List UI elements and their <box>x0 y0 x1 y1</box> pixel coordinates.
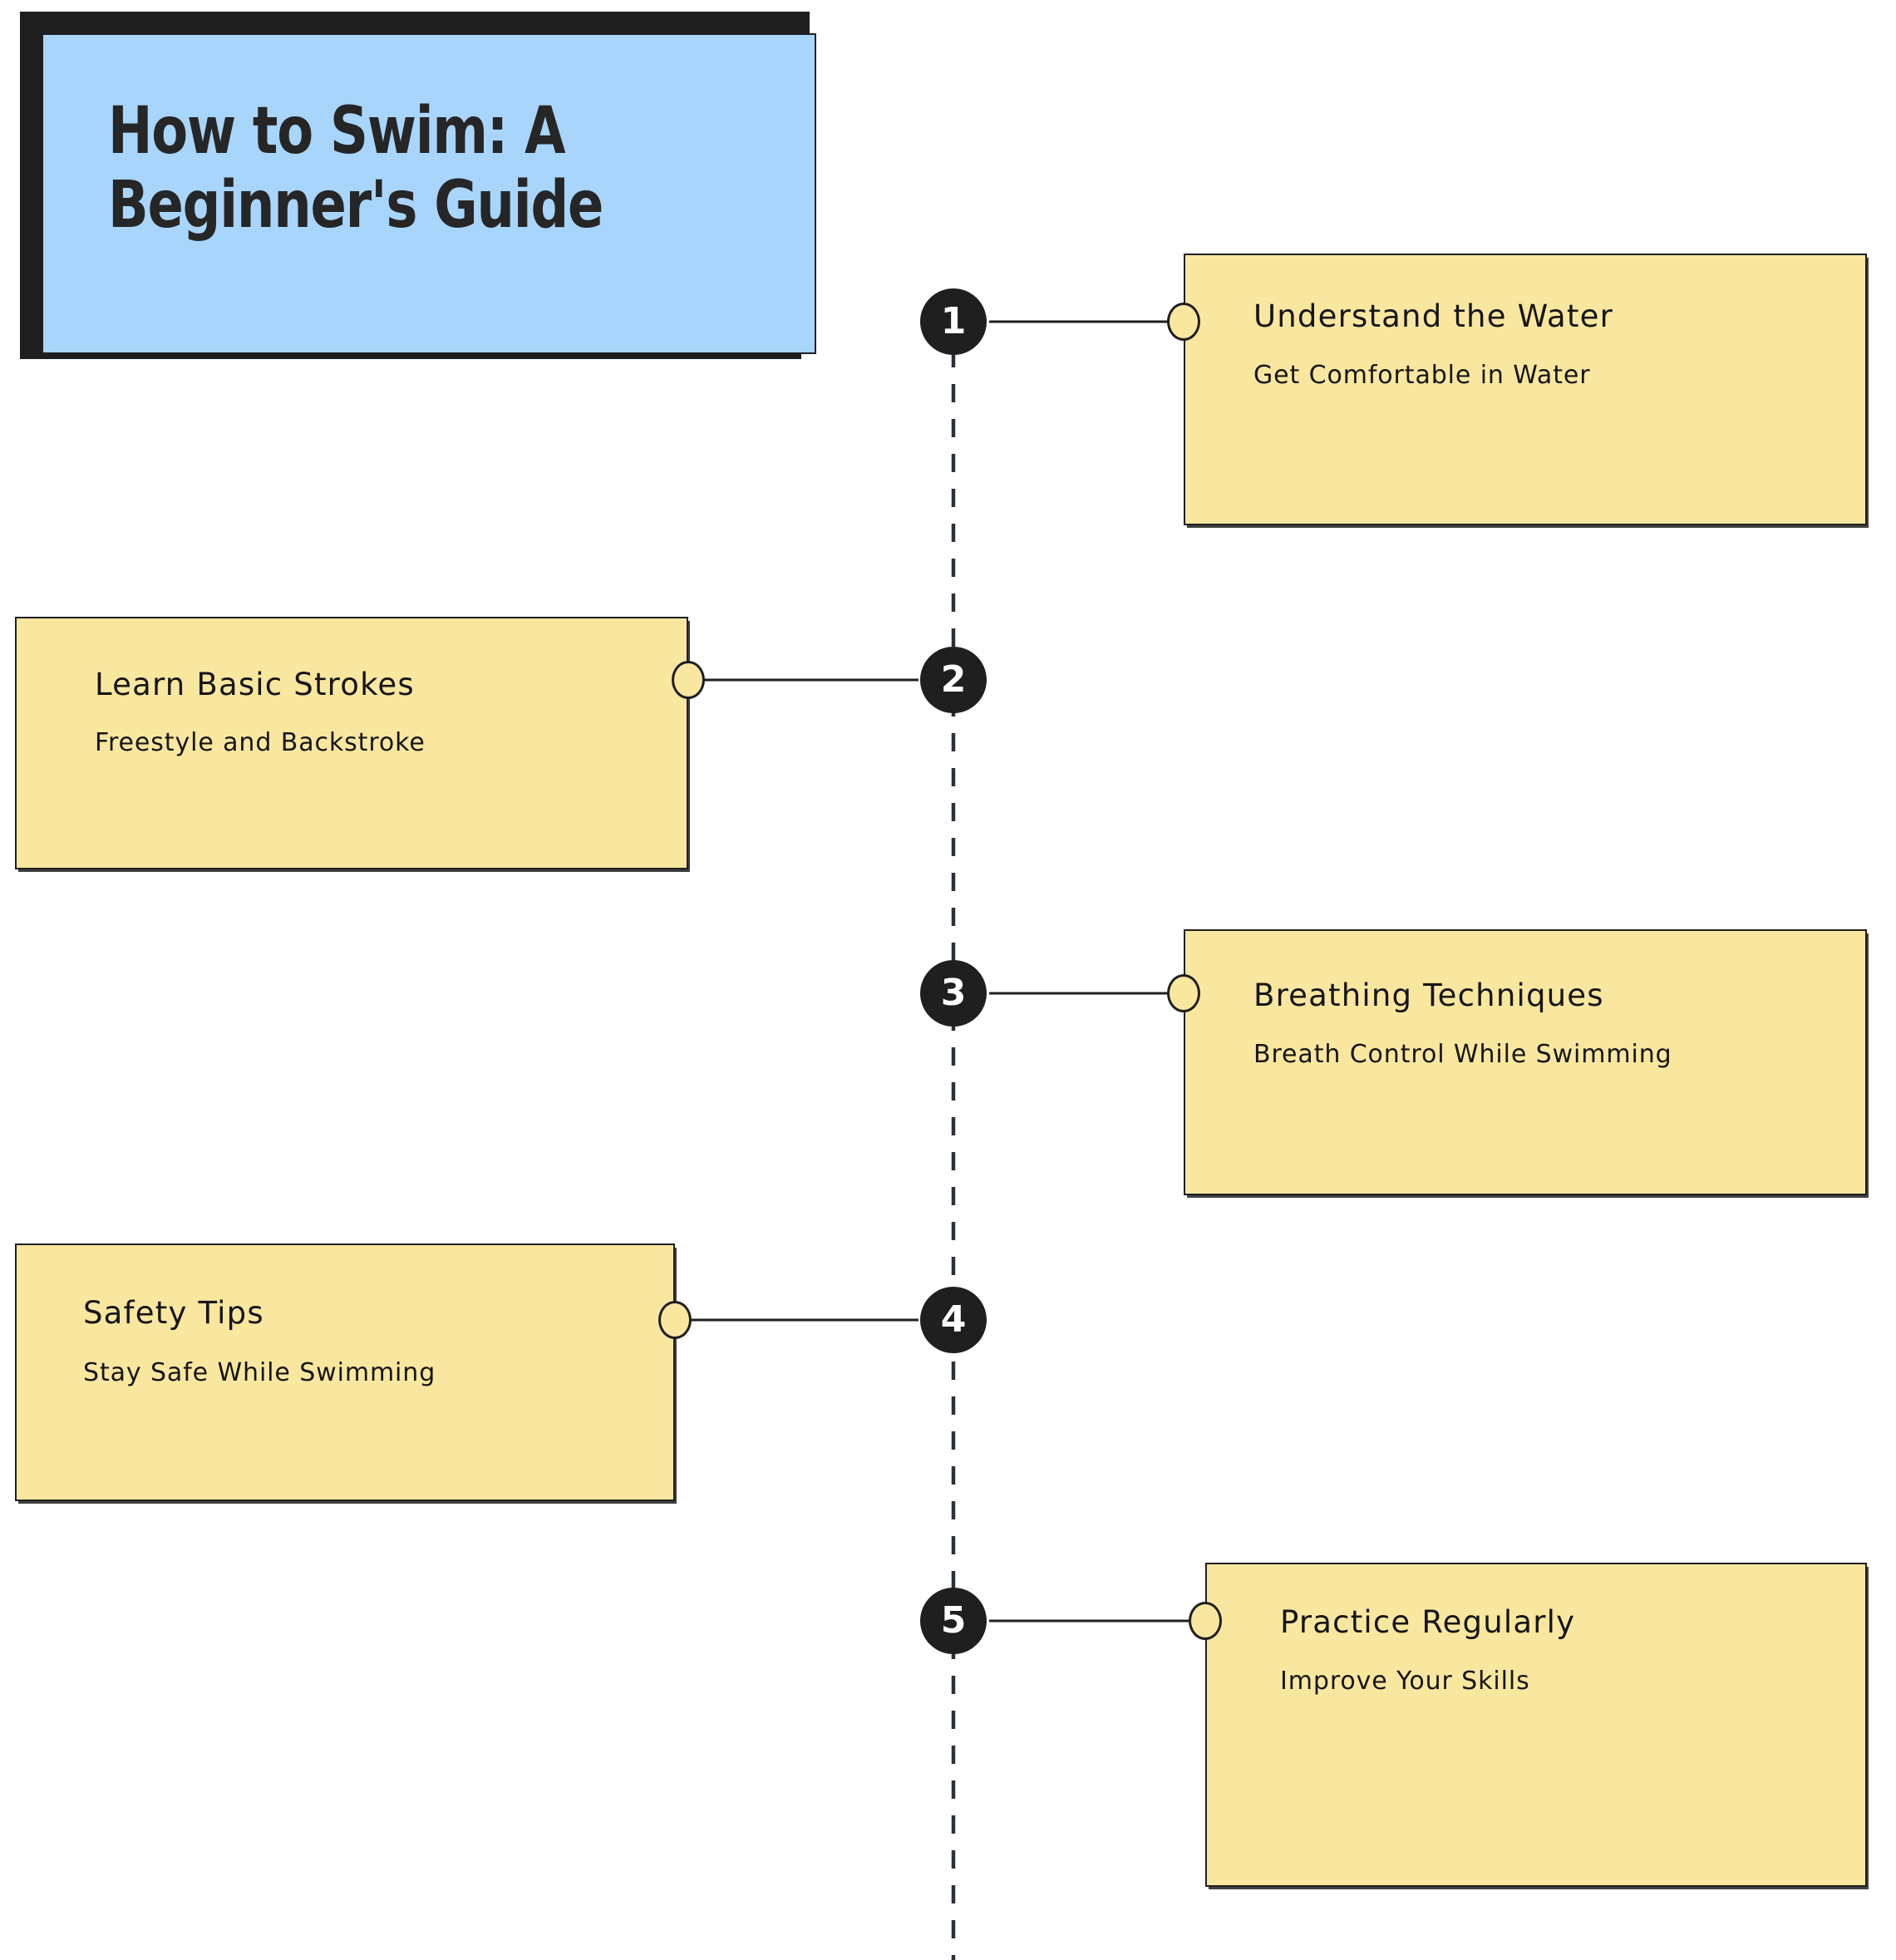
timeline-node-label-1: 1 <box>940 300 967 342</box>
timeline-node-1[interactable]: 1 <box>920 288 987 355</box>
step-card-5[interactable]: Practice Regularly Improve Your Skills <box>1205 1563 1867 1887</box>
step-subtitle-4: Stay Safe While Swimming <box>83 1358 436 1387</box>
connector-knob-5 <box>1189 1602 1222 1640</box>
connector-knob-1 <box>1167 303 1200 341</box>
step-title-1: Understand the Water <box>1253 298 1614 334</box>
timeline-node-label-3: 3 <box>940 972 967 1014</box>
timeline-node-5[interactable]: 5 <box>920 1588 987 1654</box>
step-card-4[interactable]: Safety Tips Stay Safe While Swimming <box>15 1243 675 1501</box>
step-card-1[interactable]: Understand the Water Get Comfortable in … <box>1184 254 1867 525</box>
title-card: How to Swim: A Beginner's Guide <box>42 33 816 354</box>
step-subtitle-1: Get Comfortable in Water <box>1253 361 1591 390</box>
step-subtitle-5: Improve Your Skills <box>1280 1667 1530 1696</box>
title-card-stack: How to Swim: A Beginner's Guide <box>20 12 851 361</box>
step-title-3: Breathing Techniques <box>1253 978 1604 1013</box>
step-subtitle-3: Breath Control While Swimming <box>1253 1040 1672 1069</box>
step-card-3[interactable]: Breathing Techniques Breath Control Whil… <box>1184 929 1867 1195</box>
connector-knob-4 <box>658 1301 692 1339</box>
timeline-node-label-4: 4 <box>940 1298 967 1341</box>
timeline-node-3[interactable]: 3 <box>920 960 987 1027</box>
connector-knob-3 <box>1167 974 1200 1012</box>
step-subtitle-2: Freestyle and Backstroke <box>95 728 426 757</box>
step-card-2[interactable]: Learn Basic Strokes Freestyle and Backst… <box>15 617 688 869</box>
timeline-node-2[interactable]: 2 <box>920 647 987 713</box>
step-title-5: Practice Regularly <box>1280 1604 1576 1640</box>
step-title-2: Learn Basic Strokes <box>95 667 415 702</box>
page-title: How to Swim: A Beginner's Guide <box>108 94 603 243</box>
timeline-node-label-2: 2 <box>940 658 967 701</box>
timeline-node-4[interactable]: 4 <box>920 1287 987 1353</box>
connector-knob-2 <box>672 661 705 699</box>
step-title-4: Safety Tips <box>83 1295 264 1331</box>
timeline-node-label-5: 5 <box>940 1599 967 1642</box>
